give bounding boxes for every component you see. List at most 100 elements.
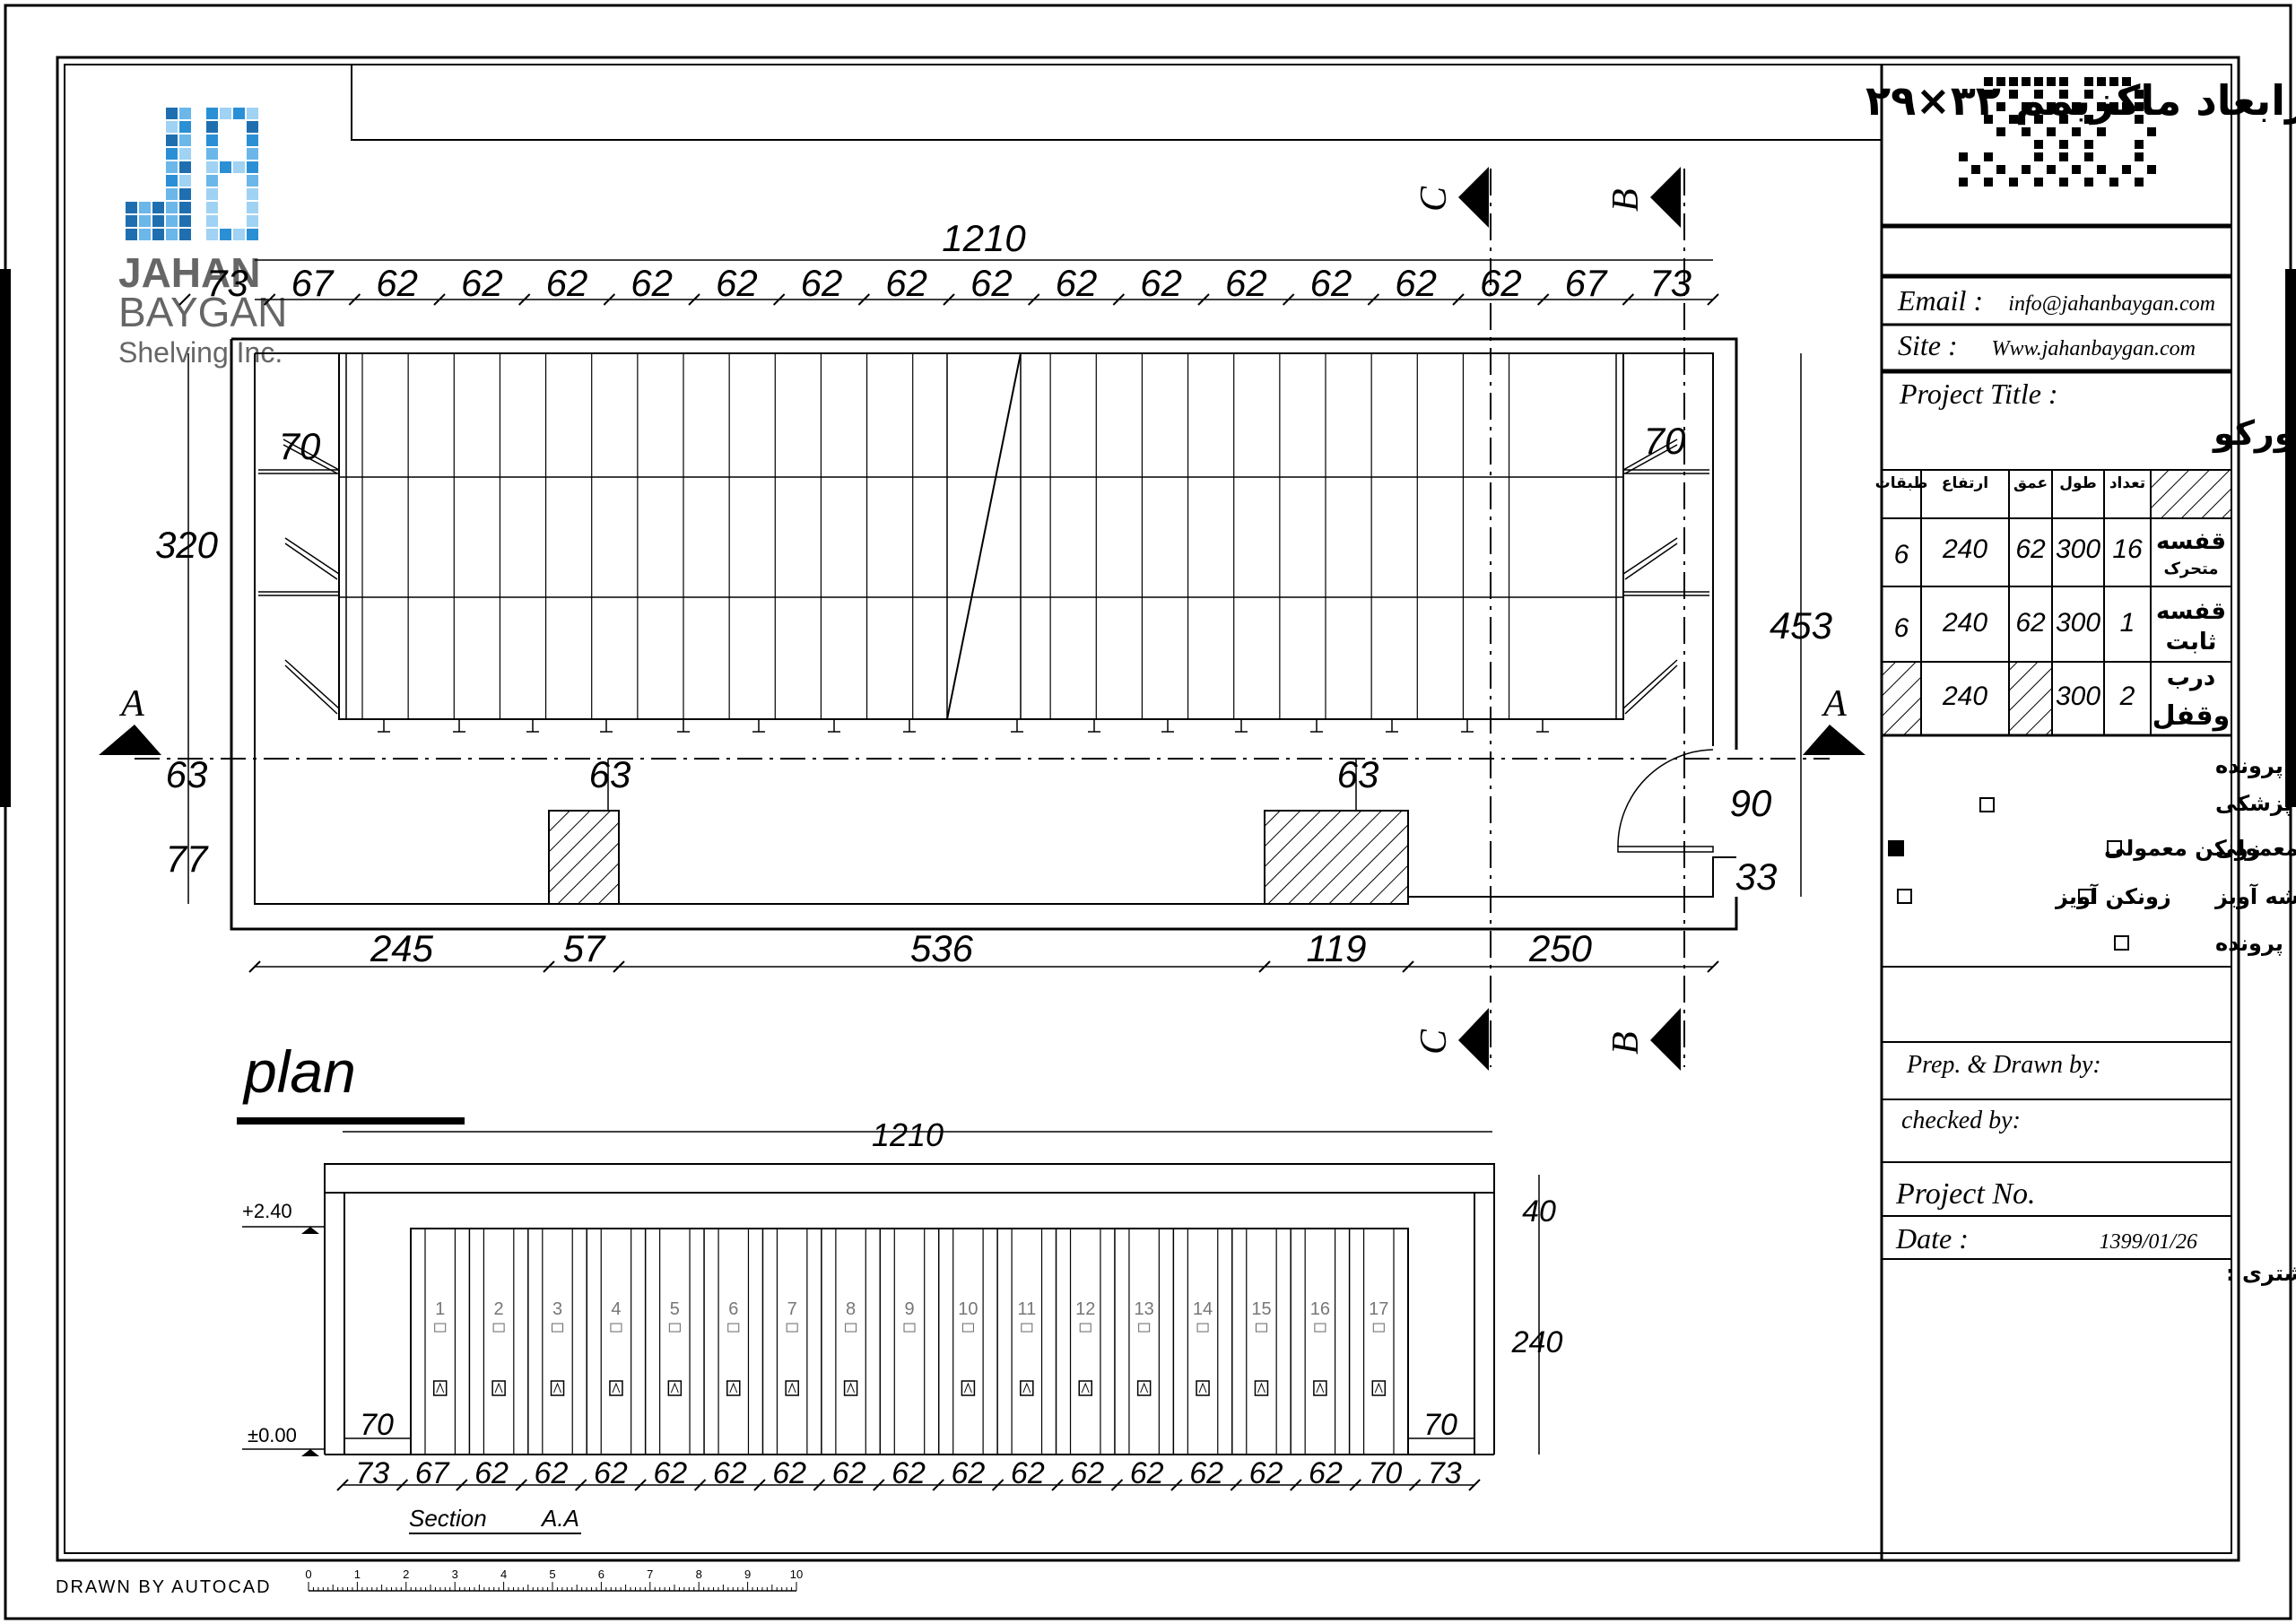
logo-dot (1984, 115, 1993, 124)
unit-label-holder (786, 1323, 798, 1333)
checkbox-icon[interactable] (2107, 840, 2122, 855)
logo-dot (1959, 152, 1968, 161)
option-hanging-folder[interactable]: پوشه آویز (2078, 883, 2296, 909)
elevation-bottom-marker-icon (301, 1449, 319, 1456)
dim-label: 62 (474, 1456, 509, 1490)
dim-tick (613, 960, 625, 973)
section-c-top-arrow-icon (1458, 167, 1489, 228)
logo-dot (1996, 127, 2005, 136)
dim-label: 62 (713, 1456, 747, 1490)
checkbox-icon[interactable] (1897, 889, 1912, 904)
dim-tick (1408, 1479, 1422, 1491)
checkbox-icon[interactable] (2114, 935, 2129, 951)
plan-right-dim-90: 90 (1730, 782, 1772, 824)
unit-number: 8 (846, 1299, 856, 1319)
unit-handle-icon (1196, 1380, 1210, 1396)
logo-cell (179, 148, 191, 160)
logo-cell (139, 229, 151, 240)
row3-label2: وقفل (2152, 700, 2231, 732)
logo-dot (2097, 165, 2106, 174)
unit-number: 5 (670, 1299, 680, 1319)
dim-tick (1258, 960, 1271, 973)
logo-cell (206, 121, 218, 133)
checked-by-label: checked by: (1901, 1107, 2021, 1134)
logo-cell (206, 161, 218, 173)
logo-cell (166, 188, 178, 200)
unit-handle-icon (785, 1380, 799, 1396)
date-value: 1399/01/26 (2100, 1230, 2197, 1254)
shelf-unit-lines (361, 353, 1549, 733)
dim-tick (1707, 293, 1719, 306)
dim-tick (178, 293, 191, 306)
logo-cell (166, 229, 178, 240)
option-label: پوشه مدارک پزشکی (2215, 791, 2296, 816)
dim-tick (336, 1479, 349, 1491)
dim-tick (634, 1479, 647, 1491)
unit-label-holder (1021, 1323, 1033, 1333)
scale-label: 5 (549, 1568, 555, 1581)
logo-cell (220, 108, 231, 119)
option-plain-folder[interactable]: پوشه معمولی (2107, 836, 2296, 861)
option-plain-binder[interactable]: زونکن معمولی (1888, 836, 2261, 861)
logo-cell (247, 215, 258, 227)
checkbox-icon[interactable] (1979, 797, 1995, 812)
logo-cell (179, 215, 191, 227)
unit-handle-mark (847, 1382, 856, 1394)
dim-label: 62 (1225, 262, 1267, 304)
logo-cell (179, 121, 191, 133)
logo-cell (206, 202, 218, 213)
shelf-wheel-marker (677, 719, 690, 733)
dim-label: 62 (970, 262, 1013, 304)
logo-cell (126, 229, 137, 240)
unit-handle-icon (1136, 1380, 1152, 1396)
dim-label: 62 (376, 262, 418, 304)
dim-tick (1367, 293, 1380, 306)
dim-label: 62 (546, 262, 588, 304)
logo-dot (2135, 102, 2144, 111)
logo-dot (2022, 165, 2031, 174)
unit-handle-mark (1257, 1382, 1265, 1394)
dim-tick (1290, 1479, 1302, 1491)
drawn-by-autocad: DRAWN BY AUTOCAD (56, 1577, 272, 1597)
option-medical-folder[interactable]: پوشه مدارک پزشکی (1979, 791, 2296, 816)
header-title: ظرفیت ۷/۵۱۰ عدد زونکنA4 به ضخامت ۷/۵ سان… (1866, 76, 2296, 125)
logo-cell (139, 215, 151, 227)
door-leaf (1617, 846, 1714, 853)
logo-cell (166, 175, 178, 187)
dim-tick (772, 293, 786, 306)
logo-dot (2109, 178, 2118, 187)
option-label: پوشه آویز (2214, 883, 2296, 909)
section-ceiling-beam (324, 1163, 1495, 1194)
section-overall-dim: 1210 (872, 1116, 944, 1153)
dim-tick (515, 1479, 527, 1491)
option-file[interactable]: پرونده (2114, 931, 2283, 956)
dim-tick (543, 960, 555, 973)
site-value[interactable]: Www.jahanbaygan.com (1991, 337, 2196, 360)
plan-overall-dim: 1210 (942, 217, 1026, 259)
dim-tick (1170, 1479, 1183, 1491)
logo-cell (179, 188, 191, 200)
logo-cell (166, 108, 178, 119)
email-value[interactable]: info@jahanbaygan.com (2008, 292, 2215, 316)
dim-tick (873, 1479, 885, 1491)
unit-label-holder (1196, 1323, 1209, 1333)
logo-cell (233, 108, 245, 119)
dim-label: 67 (415, 1456, 450, 1490)
shelf-wheel-marker (1310, 719, 1323, 733)
unit-handle-mark (729, 1382, 738, 1394)
checkbox-icon[interactable] (2078, 889, 2093, 904)
row1-height: 240 (1942, 534, 1987, 564)
row1-depth: 62 (2015, 534, 2046, 564)
unit-handle-icon (667, 1380, 683, 1396)
unit-handle-icon (1371, 1380, 1387, 1396)
logo-dot (1996, 77, 2005, 86)
logo-grid-icon (126, 108, 258, 240)
option-label: زونکن معمولی (2104, 836, 2261, 861)
inner-border (56, 56, 2240, 1562)
checkbox-checked-icon[interactable] (1888, 840, 1904, 856)
option-hanging-binder[interactable]: زونکن آویز (1897, 883, 2171, 909)
scale-label: 7 (647, 1568, 653, 1581)
